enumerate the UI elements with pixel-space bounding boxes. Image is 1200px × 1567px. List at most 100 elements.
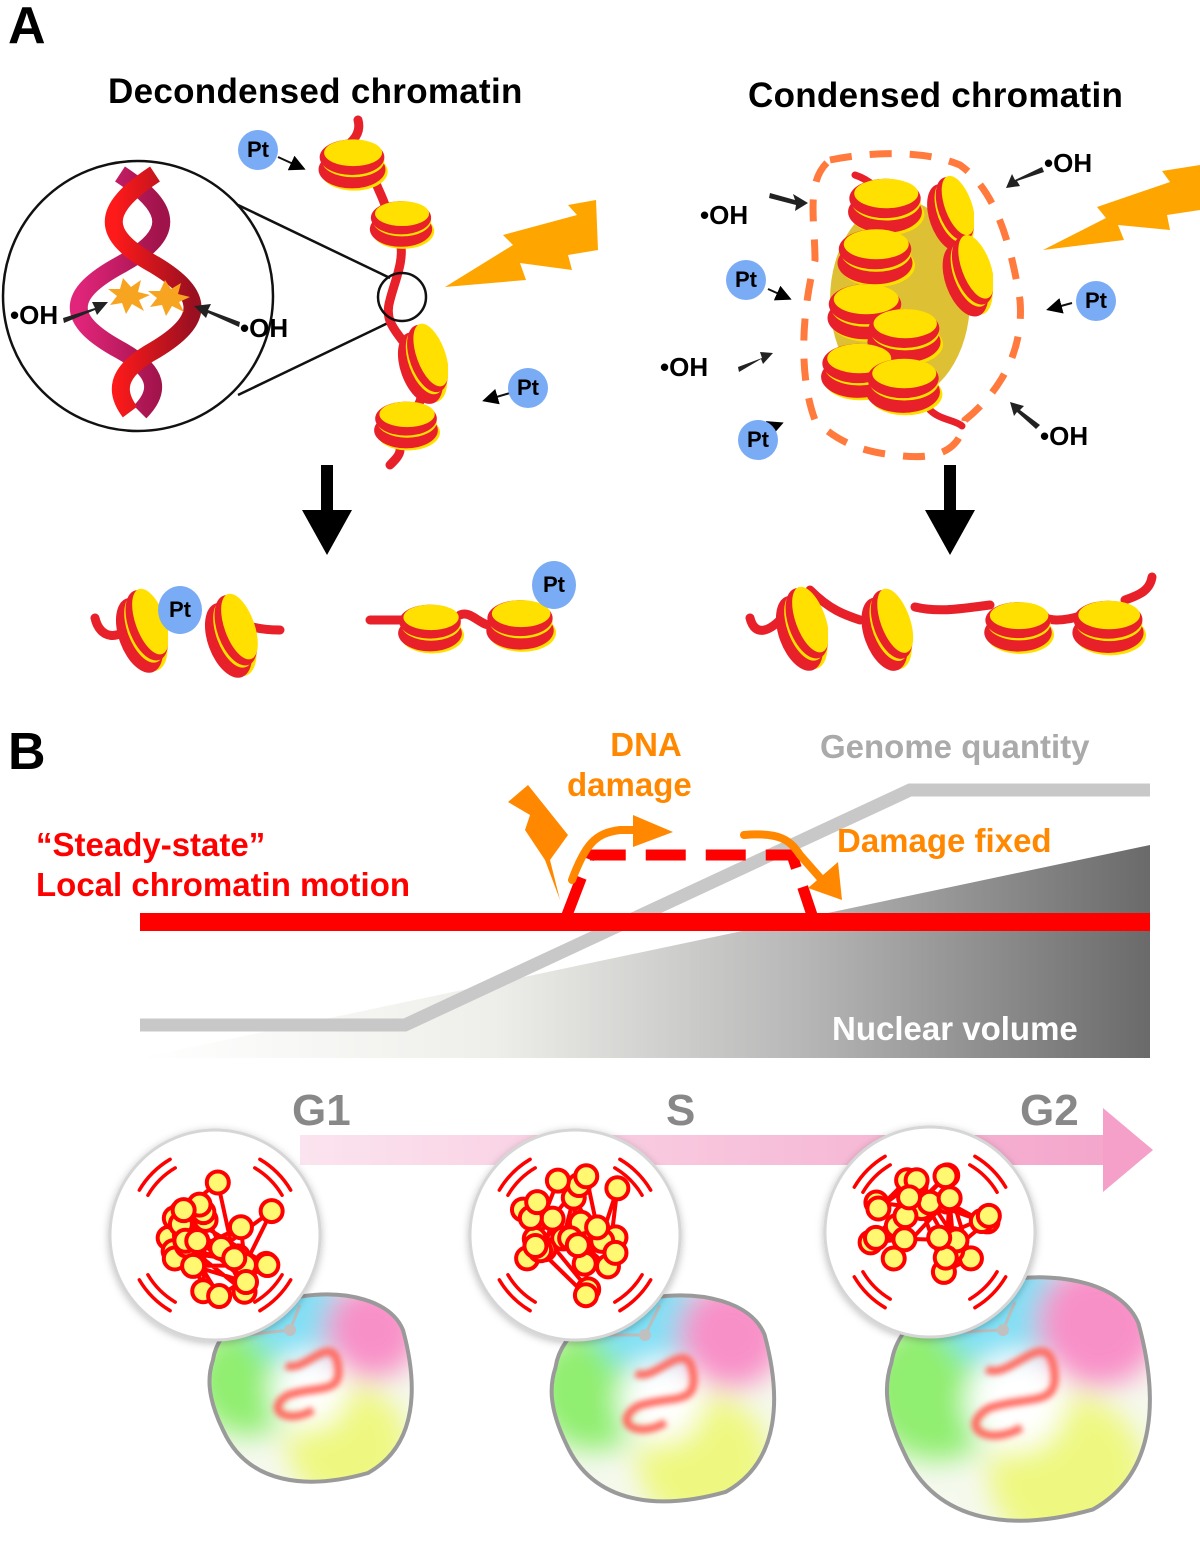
chromatin-motion-line [140,913,1150,931]
nuclear-volume-area [140,845,1150,1058]
motion-mark-icon [861,1270,892,1301]
motion-mark-icon [258,1278,293,1313]
motion-mark-icon [618,1157,653,1192]
nucleosome-bead [932,1163,959,1190]
motion-mark-icon [618,1278,653,1313]
nucleosome-bead [524,1189,551,1216]
motion-mark-icon [613,1166,644,1197]
nucleosome-bead [975,1202,1002,1229]
damage-dashed-path [561,849,818,917]
oh-arrow-icon [769,193,808,211]
condensed-boundary [800,150,1024,461]
phase-label-g1: G1 [292,1086,351,1135]
nucleosome-bead [602,1239,629,1266]
zoom-line-top [237,203,391,280]
panel-b-label: B [8,723,46,781]
nucleosome [374,401,440,451]
motion-mark-icon [497,1157,532,1192]
dna-damage-label-line1: DNA [610,726,682,763]
nucleosome-bead [254,1252,281,1279]
phase-label-g2: G2 [1020,1086,1079,1135]
nucleosome-bead [604,1175,631,1202]
steady-state-label: “Steady-state” [36,826,266,863]
nucleosome-bead [206,1283,233,1310]
fixed-arrowhead-icon [808,862,842,900]
nucleosome-bead [564,1232,591,1259]
motion-mark-icon [146,1273,177,1304]
nucleosome-bead [584,1214,611,1241]
hydroxyl-radical-label: •OH [1044,148,1093,178]
motion-mark-icon [506,1166,537,1197]
nucleosome-bead [184,1227,211,1254]
cell-cycle-schematic [140,783,1150,1058]
pt-atom-badge: Pt [158,586,202,634]
damage-fixed-label: Damage fixed [837,822,1052,859]
nucleosome [1072,600,1146,656]
down-arrow-icon [302,465,352,555]
nucleosome [486,600,556,652]
nucleosome [768,583,828,675]
zoom-line-bottom [237,320,391,397]
lightning-bolt-icon [445,200,598,287]
nucleus-cell [884,1275,1152,1523]
decondensed-title: Decondensed chromatin [108,72,523,111]
nucleosome-bead [862,1224,889,1251]
nucleosome-bead [233,1269,260,1296]
damage-arrowhead-icon [633,815,673,847]
hydroxyl-radical-label: •OH [700,200,749,230]
nucleosome [196,590,258,682]
motion-mark-icon [852,1275,887,1310]
pt-atom-badge: Pt [508,368,548,408]
panel-a-label: A [8,0,46,55]
oh-arrow-icon [63,302,108,323]
motion-mark-icon [613,1273,644,1304]
chromatin-fiber [745,572,1157,635]
motion-mark-icon [968,1163,999,1194]
nucleosome-bead [896,1184,923,1211]
nucleosome-bead [204,1169,231,1196]
pt-atom-badge: Pt [1076,281,1116,321]
nucleosome-bead [865,1195,892,1222]
nucleosome-bead [880,1245,907,1272]
motion-mark-icon [861,1163,892,1194]
chromatin-zoom-bubble [823,1125,1037,1339]
dna-damage-label-line2: damage [567,766,692,803]
motion-mark-icon [146,1166,177,1197]
oh-arrow-icon [194,304,240,327]
nucleosome-bead [180,1252,207,1279]
motion-mark-icon [253,1166,284,1197]
down-arrow-icon [925,465,975,555]
condensed-chromatin-diagram [738,150,1200,675]
condensed-title: Condensed chromatin [748,76,1124,115]
hydroxyl-radical-label: •OH [240,313,289,343]
pt-arrow-icon [767,285,792,301]
nucleosome-bead [573,1163,600,1190]
chromatin-zoom-bubble [108,1128,322,1342]
oh-arrow-icon [1006,167,1044,188]
nucleosome-bead [926,1224,953,1251]
chromatin-zoom-bubble [468,1128,682,1342]
nucleosome-bead [936,1185,963,1212]
motion-mark-icon [258,1157,293,1192]
nucleosome-bead [170,1197,197,1224]
nucleosome-bead [258,1198,285,1225]
nucleosome-bead [522,1233,549,1260]
local-chromatin-motion-label: Local chromatin motion [36,866,411,903]
phase-label-s: S [666,1086,696,1135]
hydroxyl-radical-label: •OH [1040,421,1089,451]
motion-mark-icon [973,1154,1008,1189]
genome-quantity-line [140,783,1150,1032]
nuclear-volume-label: Nuclear volume [832,1010,1078,1047]
damage-bolt-icon [508,785,568,900]
pt-arrow-icon [482,388,511,405]
motion-mark-icon [137,1157,172,1192]
pt-atom-badge: Pt [726,260,766,300]
oh-arrow-icon [738,352,773,372]
motion-mark-icon [973,1275,1008,1310]
motion-mark-icon [137,1278,172,1313]
nucleosome [369,201,435,249]
motion-mark-icon [253,1273,284,1304]
pt-arrow-icon [277,155,306,171]
nucleosome [852,585,914,675]
